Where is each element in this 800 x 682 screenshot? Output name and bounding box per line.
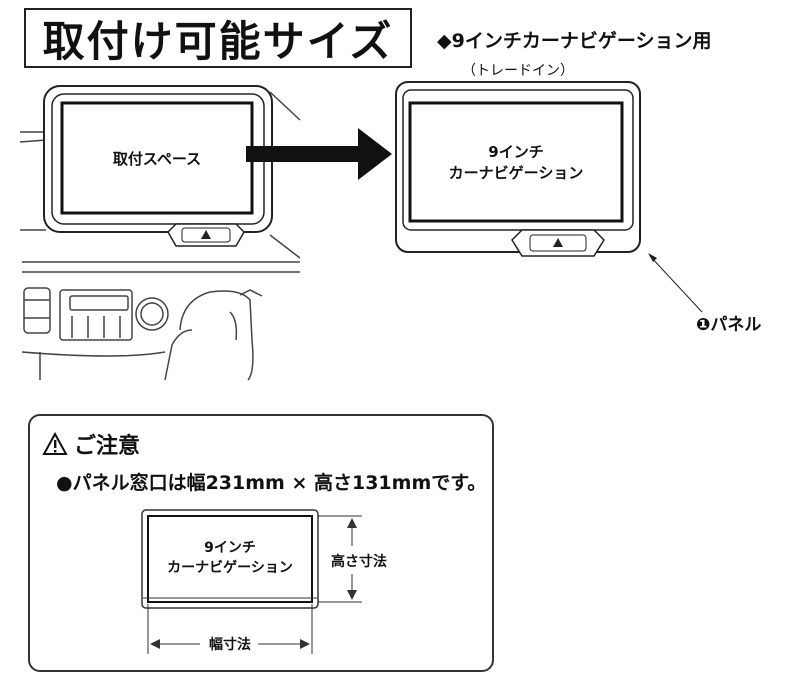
panel-callout: ❶パネル [648,253,761,335]
panel-callout-label: ❶パネル [696,315,761,335]
height-dimension-label: 高さ寸法 [331,553,387,570]
page-title: 取付け可能サイズ [42,16,394,66]
warning-triangle-icon [42,432,68,455]
dashboard-lines [19,91,301,381]
hazard-triangle-icon [201,230,211,239]
arrow [246,128,392,180]
small-navi-label-line2: カーナビゲーション [167,559,293,576]
caution-heading-text: ご注意 [74,434,141,459]
trade-in-note: （トレードイン） [462,63,574,79]
navi-unit: 9インチ カーナビゲーション [395,81,641,257]
small-navi-label-line1: 9インチ [204,540,256,556]
small-navi-diagram: 9インチ カーナビゲーション 幅寸法 高さ寸法 [141,509,387,654]
mount-space-screen: 取付スペース [43,85,273,247]
caution-heading: ご注意 [42,428,140,460]
caution-box [28,414,494,672]
title-box: 取付け可能サイズ [24,8,412,68]
product-subtitle: ◆9インチカーナビゲーション用 [437,30,712,52]
navi-label-line2: カーナビゲーション [449,164,584,182]
mount-space-label: 取付スペース [113,150,201,168]
hazard-triangle-icon [553,238,563,247]
panel-window-size-note: ●パネル窓口は幅231mm × 高さ131mmです。 [56,472,487,494]
navi-label-line1: 9インチ [488,143,543,161]
width-dimension-label: 幅寸法 [209,636,251,653]
